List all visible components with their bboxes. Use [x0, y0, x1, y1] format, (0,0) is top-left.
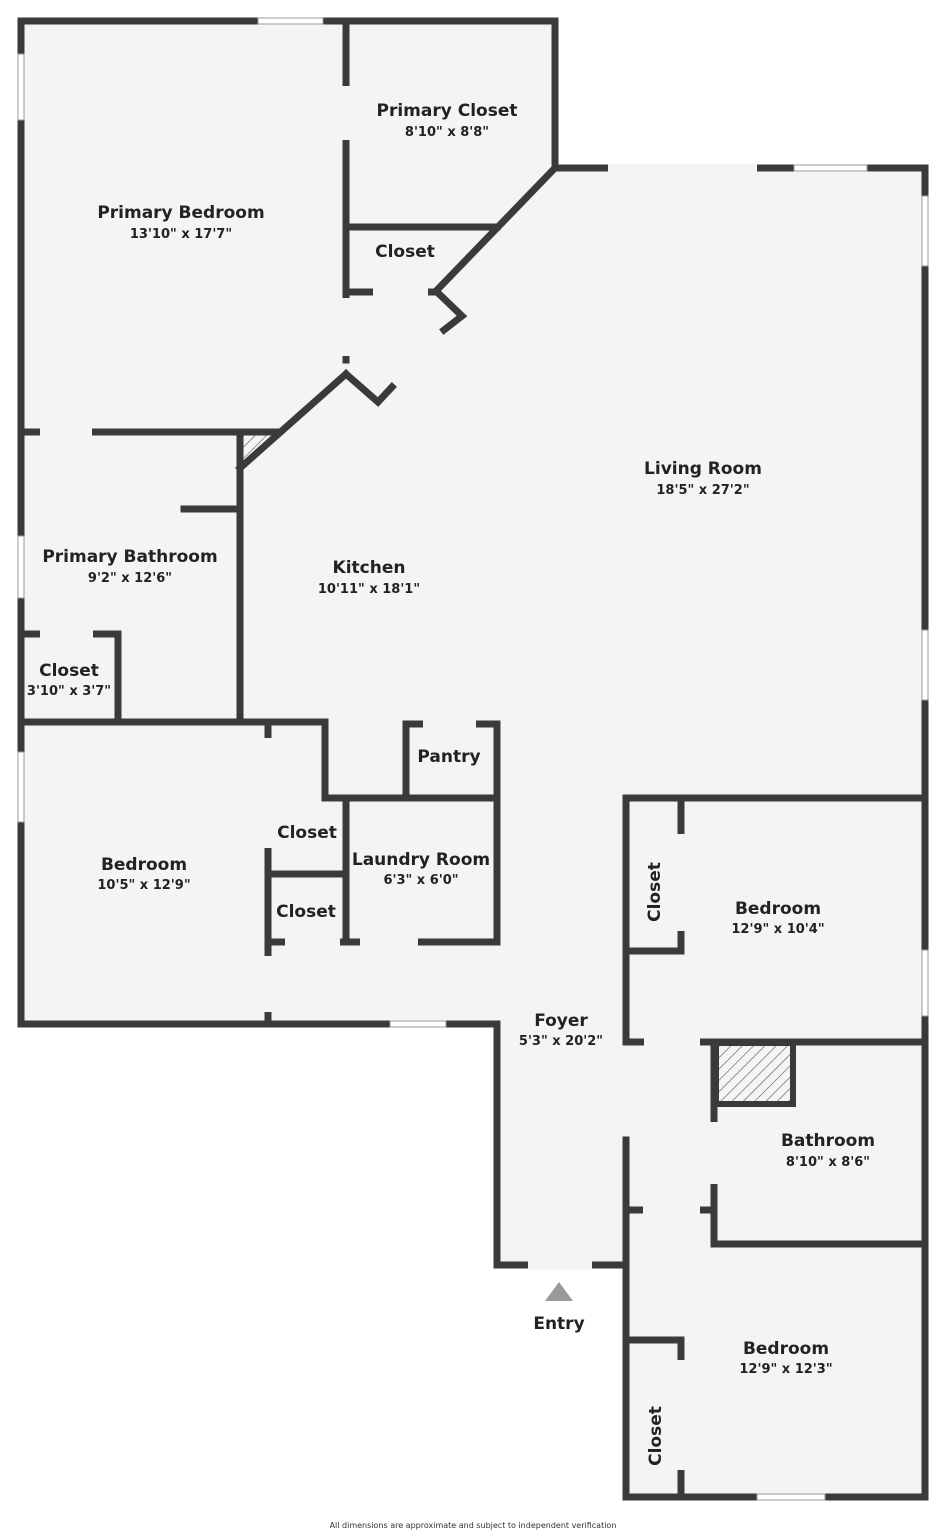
windows	[17, 17, 929, 1501]
room-name: Bedroom	[743, 1339, 829, 1359]
room-name: Closet	[277, 823, 337, 843]
room-name: Kitchen	[333, 558, 406, 578]
room-dimensions: 18'5" x 27'2"	[656, 483, 749, 498]
room-labels: Primary Bedroom 13'10" x 17'7" Primary C…	[27, 101, 875, 1466]
window	[921, 629, 929, 701]
room-dimensions: 6'3" x 6'0"	[383, 873, 458, 888]
room-dimensions: 10'5" x 12'9"	[97, 878, 190, 893]
room-dimensions: 3'10" x 3'7"	[27, 684, 111, 699]
room-name: Closet	[646, 1406, 666, 1466]
window	[17, 535, 25, 599]
room-dimensions: 13'10" x 17'7"	[130, 227, 232, 242]
window	[921, 195, 929, 267]
room-name: Primary Bedroom	[97, 203, 264, 223]
entry-arrow-icon	[545, 1282, 573, 1301]
room-dimensions: 12'9" x 12'3"	[739, 1362, 832, 1377]
room-dimensions: 9'2" x 12'6"	[88, 571, 172, 586]
window	[921, 949, 929, 1017]
mechanical-hatch	[713, 1040, 796, 1107]
room-name: Primary Closet	[377, 101, 518, 121]
room-name: Closet	[645, 862, 665, 922]
disclaimer: All dimensions are approximate and subje…	[329, 1521, 617, 1530]
door-openings	[40, 86, 757, 1470]
room-name: Foyer	[534, 1011, 588, 1031]
entry-label: Entry	[533, 1314, 584, 1334]
floor-area	[21, 21, 925, 1497]
room-name: Bedroom	[735, 899, 821, 919]
room-dimensions: 8'10" x 8'8"	[405, 125, 489, 140]
room-dimensions: 8'10" x 8'6"	[786, 1155, 870, 1170]
room-name: Bedroom	[101, 855, 187, 875]
room-name: Closet	[39, 661, 99, 681]
room-dimensions: 5'3" x 20'2"	[519, 1034, 603, 1049]
window	[756, 1493, 826, 1501]
window	[17, 751, 25, 823]
room-dimensions: 10'11" x 18'1"	[318, 582, 420, 597]
room-dimensions: 12'9" x 10'4"	[731, 922, 824, 937]
room-name: Closet	[375, 242, 435, 262]
window	[17, 53, 25, 121]
room-name: Pantry	[417, 747, 480, 767]
room-name: Laundry Room	[352, 850, 490, 870]
room-name: Primary Bathroom	[42, 547, 217, 567]
room-name: Bathroom	[781, 1131, 875, 1151]
room-name: Closet	[276, 902, 336, 922]
room-name: Living Room	[644, 459, 762, 479]
window	[389, 1020, 447, 1028]
window	[793, 164, 868, 172]
window	[257, 17, 324, 25]
